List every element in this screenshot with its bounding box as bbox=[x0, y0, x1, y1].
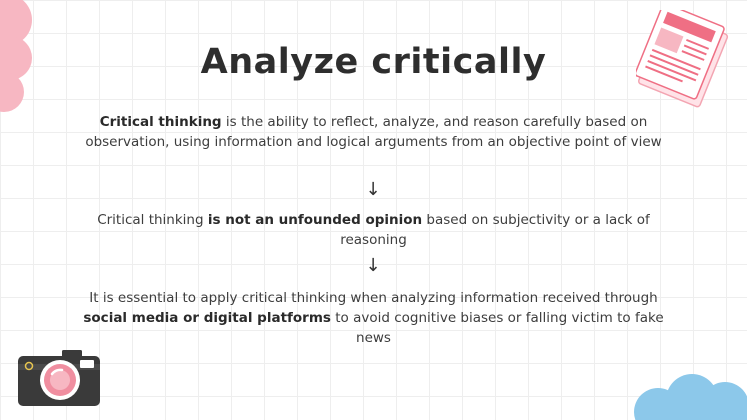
bold-text: is not an unfounded opinion bbox=[207, 212, 423, 228]
newspaper-icon bbox=[636, 10, 729, 108]
blue-cloud-icon bbox=[634, 374, 747, 420]
body-text: is the ability to reflect, analyze, and … bbox=[85, 114, 662, 150]
camera-icon bbox=[18, 350, 100, 406]
body-text: based on subjectivity or a lack of reaso… bbox=[340, 212, 650, 248]
pink-cloud-icon bbox=[0, 0, 32, 112]
bold-text: social media or digital platforms bbox=[83, 310, 331, 326]
paragraph-social-media: It is essential to apply critical thinki… bbox=[70, 288, 677, 348]
bold-text: Critical thinking bbox=[99, 114, 222, 130]
body-text: Critical thinking bbox=[97, 212, 208, 228]
body-text: It is essential to apply critical thinki… bbox=[89, 290, 658, 306]
paragraph-definition: Critical thinking is the ability to refl… bbox=[70, 112, 677, 152]
paragraph-not-opinion: Critical thinking is not an unfounded op… bbox=[70, 210, 677, 250]
page-title: Analyze critically bbox=[200, 42, 547, 82]
body-text: to avoid cognitive biases or falling vic… bbox=[330, 310, 664, 346]
arrow-down-icon: ↓ bbox=[365, 255, 381, 276]
arrow-down-icon: ↓ bbox=[365, 179, 381, 200]
